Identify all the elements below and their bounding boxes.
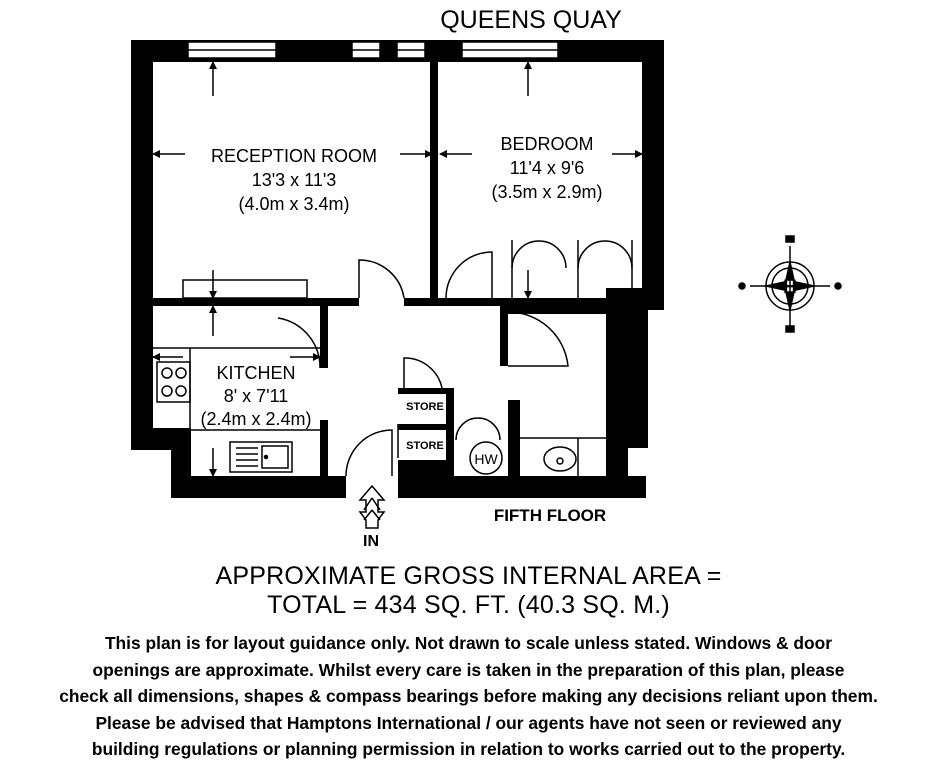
disclaimer-line: Please be advised that Hamptons Internat… — [95, 712, 842, 733]
hot-water-label: HW — [474, 451, 498, 467]
bedroom-metric: (3.5m x 2.9m) — [491, 182, 602, 202]
area-heading: APPROXIMATE GROSS INTERNAL AREA = — [215, 562, 722, 590]
reception-room-name: RECEPTION ROOM — [211, 146, 377, 166]
area-total: TOTAL = 434 SQ. FT. (40.3 SQ. M.) — [267, 591, 670, 619]
shower-icon — [520, 437, 606, 476]
reception-room-imperial: 13'3 x 11'3 — [252, 170, 337, 190]
compass-center-label: H — [783, 277, 797, 298]
bedroom-name: BEDROOM — [500, 134, 593, 154]
entrance-arrow-icon — [358, 484, 386, 529]
entrance-label: IN — [363, 533, 379, 550]
floor-label: FIFTH FLOOR — [494, 506, 606, 525]
floor-plan: QUEENS QUAY — [131, 6, 842, 550]
store-lower-label: STORE — [406, 440, 444, 452]
hot-water-cylinder-icon — [469, 441, 503, 475]
kitchen-metric: (2.4m x 2.4m) — [200, 409, 311, 429]
dimension-arrows — [152, 61, 643, 477]
store-upper-label: STORE — [406, 401, 444, 413]
plan-title: QUEENS QUAY — [440, 6, 622, 34]
disclaimer-line: openings are approximate. Whilst every c… — [92, 659, 845, 680]
toilet-icon — [606, 371, 641, 413]
disclaimer: This plan is for layout guidance only. N… — [0, 630, 937, 763]
disclaimer-line: This plan is for layout guidance only. N… — [104, 633, 833, 653]
windows — [187, 41, 559, 59]
bedroom-imperial: 11'4 x 9'6 — [510, 158, 585, 178]
reception-room-metric: (4.0m x 3.4m) — [238, 194, 349, 214]
interior-walls — [153, 60, 644, 478]
disclaimer-line: building regulations or planning permiss… — [91, 739, 846, 759]
wardrobe — [511, 240, 633, 300]
kitchen-imperial: 8' x 7'11 — [224, 386, 289, 406]
kitchen-name: KITCHEN — [216, 363, 295, 383]
disclaimer-line: check all dimensions, shapes & compass b… — [59, 686, 878, 706]
hob-icon — [156, 361, 191, 403]
sink-icon — [229, 441, 293, 473]
compass-rose-icon — [738, 235, 842, 333]
